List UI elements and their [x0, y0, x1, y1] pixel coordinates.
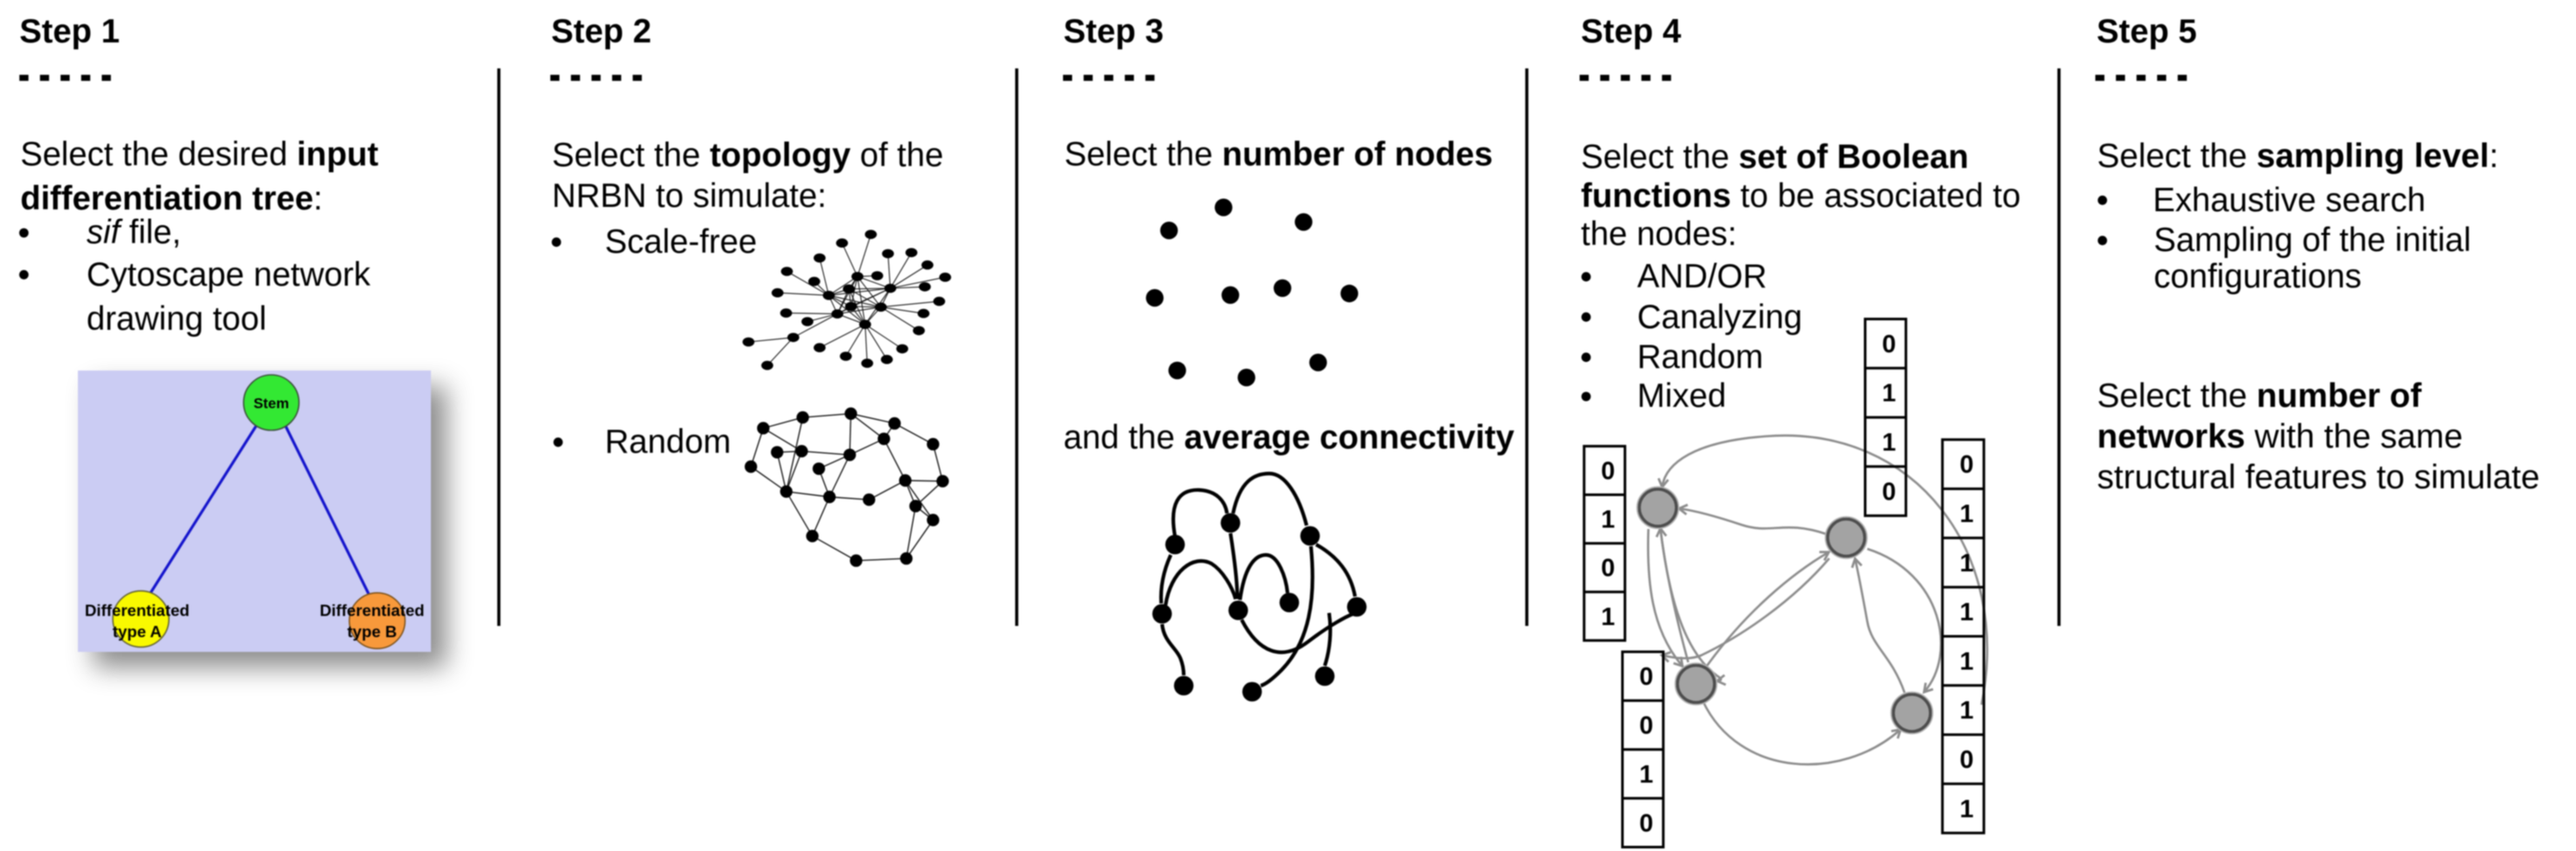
svg-text:1: 1: [1601, 603, 1615, 631]
svg-text:1: 1: [1960, 599, 1974, 627]
svg-text:1: 1: [1882, 380, 1896, 408]
svg-text:0: 0: [1882, 331, 1896, 358]
svg-text:Stem: Stem: [254, 396, 289, 412]
svg-text:1: 1: [1960, 550, 1974, 577]
svg-text:1: 1: [1882, 429, 1896, 457]
svg-text:1: 1: [1960, 500, 1974, 528]
svg-text:1: 1: [1640, 761, 1654, 789]
svg-text:1: 1: [1960, 648, 1974, 675]
svg-text:0: 0: [1640, 712, 1654, 740]
svg-text:type B: type B: [347, 622, 396, 641]
svg-text:0: 0: [1640, 809, 1654, 837]
svg-text:Differentiated: Differentiated: [319, 602, 424, 620]
svg-text:0: 0: [1882, 478, 1896, 506]
svg-text:0: 0: [1960, 746, 1974, 774]
svg-text:0: 0: [1960, 451, 1974, 479]
svg-text:1: 1: [1960, 697, 1974, 725]
svg-text:1: 1: [1601, 506, 1615, 534]
svg-text:1: 1: [1960, 796, 1974, 823]
svg-text:0: 0: [1601, 555, 1615, 583]
svg-text:Differentiated: Differentiated: [85, 602, 190, 620]
svg-text:0: 0: [1640, 663, 1654, 691]
svg-text:type A: type A: [112, 622, 162, 641]
svg-text:0: 0: [1601, 457, 1615, 485]
